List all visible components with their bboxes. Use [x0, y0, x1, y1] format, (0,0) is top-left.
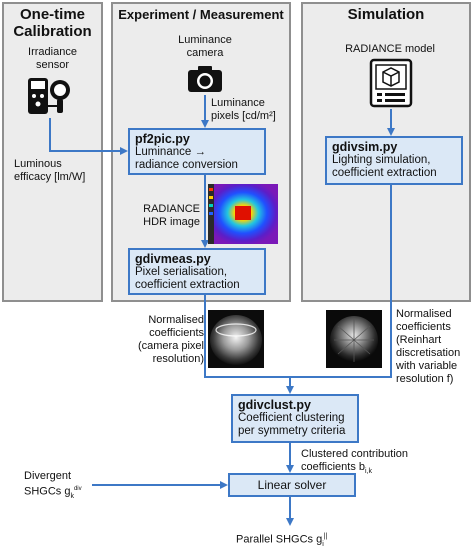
pf2pic-desc: Luminance → radiance conversion [135, 146, 238, 171]
hdr-image [208, 184, 278, 244]
normalised-camera-label: Normalised coefficients (camera pixel re… [137, 314, 204, 365]
pf2pic-box: pf2pic.py Luminance → radiance conversio… [128, 128, 266, 175]
gdivmeas-name: gdivmeas.py [135, 252, 211, 266]
linear-solver-box: Linear solver [228, 473, 356, 497]
irradiance-sensor-icon [28, 78, 70, 114]
clustered-coefficients-label: Clustered contribution coefficients bi,k [301, 448, 408, 478]
parallel-shgcs-text: Parallel SHGCs g [236, 533, 323, 546]
pf2pic-name: pf2pic.py [135, 132, 190, 146]
linear-solver-label: Linear solver [257, 478, 327, 492]
divergent-shgcs-superscript: div [73, 486, 82, 492]
divergent-shgcs-text: Divergent SHGCs g [24, 470, 72, 498]
luminous-efficacy-label: Luminous efficacy [lm/W] [14, 158, 86, 183]
irradiance-sensor-label: Irradiance sensor [28, 46, 77, 71]
simulation-title: Simulation [347, 6, 425, 23]
gdivclust-desc: Coefficient clustering per symmetry crit… [238, 412, 346, 437]
gdivsim-desc: Lighting simulation, coefficient extract… [332, 154, 437, 179]
normalised-simulation-label: Normalised coefficients (Reinhart discre… [396, 308, 461, 385]
radiance-hdr-label: RADIANCE HDR image [143, 203, 200, 228]
arrow-sensor-to-pf2pic [49, 118, 128, 155]
clustered-coefficients-text: Clustered contribution coefficients b [301, 448, 409, 473]
gdivmeas-box: gdivmeas.py Pixel serialisation, coeffic… [128, 248, 266, 295]
calibration-title: One-time Calibration [13, 6, 92, 40]
parallel-shgcs-label: Parallel SHGCs gi|| [236, 530, 327, 551]
gdivsim-name: gdivsim.py [332, 140, 398, 154]
measured-coefficients-image [208, 310, 264, 368]
luminance-camera-label: Luminance camera [178, 34, 232, 59]
divergent-shgcs-label: Divergent SHGCs gkdiv [24, 470, 82, 503]
luminance-pixels-label: Luminance pixels [cd/m²] [211, 97, 276, 122]
camera-icon [188, 66, 222, 92]
radiance-model-label: RADIANCE model [345, 43, 435, 55]
radiance-model-icon [369, 58, 413, 108]
gdivclust-box: gdivclust.py Coefficient clustering per … [231, 394, 359, 443]
clustered-coefficients-subscript: i,k [365, 468, 373, 476]
parallel-shgcs-subscript: i [322, 540, 324, 548]
gdivclust-name: gdivclust.py [238, 398, 311, 412]
parallel-shgcs-superscript: || [323, 533, 328, 540]
gdivmeas-desc: Pixel serialisation, coefficient extract… [135, 266, 240, 291]
divergent-shgcs-subscript: k [70, 492, 74, 500]
experiment-title: Experiment / Measurement [118, 7, 284, 22]
gdivsim-box: gdivsim.py Lighting simulation, coeffici… [325, 136, 463, 185]
arrow-gdivsim-to-gdivclust [290, 185, 392, 378]
arrow-gdivmeas-to-gdivclust [204, 294, 294, 394]
simulated-coefficients-image [326, 310, 382, 368]
